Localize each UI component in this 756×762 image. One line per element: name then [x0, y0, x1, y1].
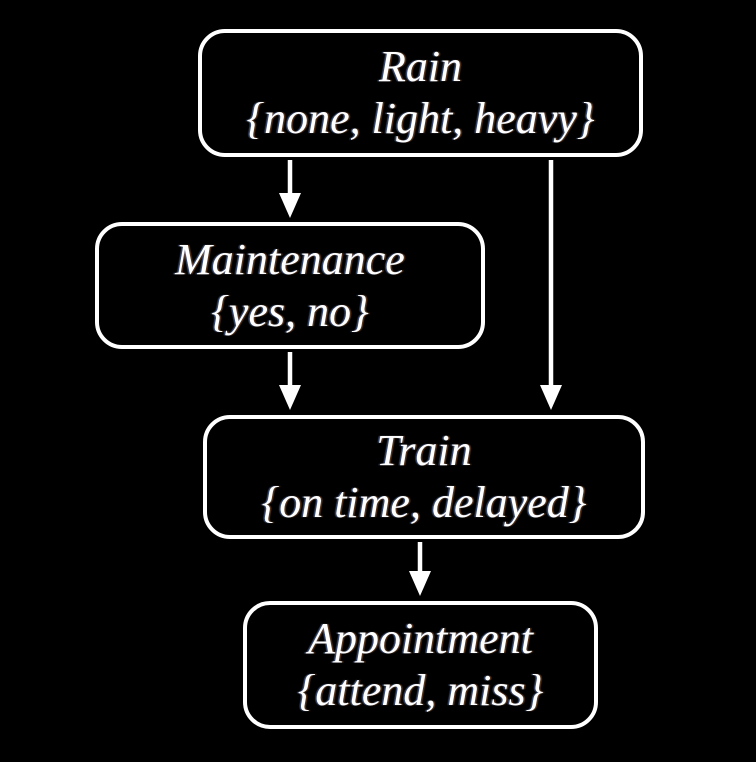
- node-maintenance-label: Maintenance: [175, 234, 405, 284]
- node-rain: Rain {none, light, heavy}: [198, 29, 643, 157]
- node-maintenance: Maintenance {yes, no}: [95, 222, 485, 349]
- edge-rain-to-train: [540, 160, 562, 410]
- edge-train-to-appointment-arrowhead-icon: [409, 571, 431, 596]
- edge-maintenance-to-train: [279, 352, 301, 410]
- edge-train-to-appointment: [409, 542, 431, 596]
- node-train-label: Train: [376, 426, 472, 475]
- node-maintenance-values: {yes, no}: [211, 286, 369, 336]
- node-appointment: Appointment {attend, miss}: [243, 601, 598, 729]
- edge-rain-to-maintenance-arrowhead-icon: [279, 193, 301, 218]
- node-appointment-label: Appointment: [308, 614, 533, 663]
- node-train: Train {on time, delayed}: [203, 415, 645, 539]
- edge-maintenance-to-train-arrowhead-icon: [279, 385, 301, 410]
- node-rain-values: {none, light, heavy}: [246, 94, 595, 143]
- node-appointment-values: {attend, miss}: [297, 666, 544, 715]
- edge-rain-to-maintenance: [279, 160, 301, 218]
- node-rain-label: Rain: [378, 42, 463, 91]
- edge-rain-to-train-arrowhead-icon: [540, 385, 562, 410]
- node-train-values: {on time, delayed}: [261, 478, 587, 527]
